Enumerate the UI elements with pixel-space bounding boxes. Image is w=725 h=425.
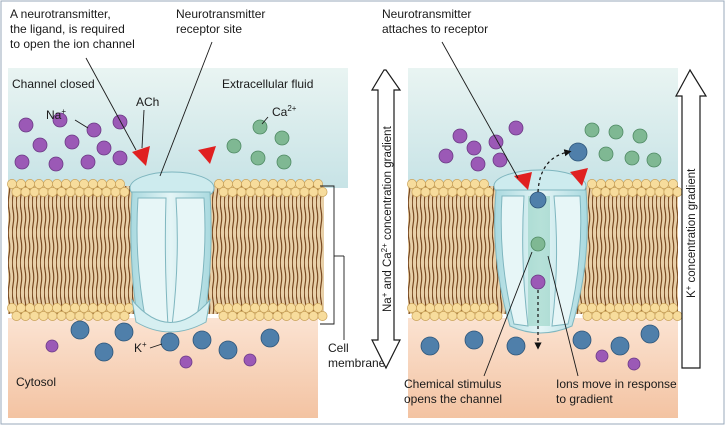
phospholipid-head xyxy=(483,187,494,197)
na-ca-gradient-label: Na+ and Ca2+ concentration gradient xyxy=(380,125,394,312)
sodium-ions-right xyxy=(438,120,524,172)
phospholipid-head xyxy=(672,311,683,321)
left-callout-lines xyxy=(74,41,345,349)
label-channel-closed: Channel closed xyxy=(12,77,95,91)
ach-bound xyxy=(514,172,532,190)
label-attach-2: attaches to receptor xyxy=(382,22,488,36)
phospholipid-head xyxy=(119,311,130,321)
label-receptor-2: receptor site xyxy=(176,22,242,36)
label-k: K+ xyxy=(134,340,147,355)
phospholipid-head xyxy=(317,311,328,321)
label-na: Na+ xyxy=(46,107,66,122)
label-extracellular: Extracellular fluid xyxy=(222,77,313,91)
label-ions-1: Ions move in response xyxy=(556,377,677,391)
label-receptor-1: Neurotransmitter xyxy=(176,7,265,21)
label-ions-2: to gradient xyxy=(556,392,613,406)
label-ligand-1: A neurotransmitter, xyxy=(10,7,111,21)
label-ach: ACh xyxy=(136,95,159,109)
phospholipid-head xyxy=(313,303,323,313)
ion-in-channel xyxy=(530,274,546,290)
sodium-ions xyxy=(14,112,128,172)
calcium-ions-right xyxy=(584,122,662,168)
ach-molecule xyxy=(132,146,150,166)
label-ca: Ca2+ xyxy=(272,104,297,119)
label-ligand-3: to open the ion channel xyxy=(10,37,135,51)
label-ligand-2: the ligand, is required xyxy=(10,22,125,36)
na-ca-gradient-arrow xyxy=(370,69,402,370)
ion-in-channel xyxy=(530,236,546,252)
phospholipid-head xyxy=(668,179,678,189)
label-cell-membrane-1: Cell xyxy=(328,341,349,355)
calcium-ions xyxy=(226,119,292,170)
open-ion-channel xyxy=(493,169,588,334)
phospholipid-head xyxy=(317,187,328,197)
label-stimulus-1: Chemical stimulus xyxy=(404,377,501,391)
phospholipid-head xyxy=(492,311,503,321)
ion-in-channel xyxy=(529,191,547,209)
potassium-ions-right xyxy=(420,324,660,356)
phospholipid-head xyxy=(119,187,130,197)
k-gradient-arrow xyxy=(674,68,708,369)
closed-ion-channel xyxy=(129,171,215,333)
ach-molecule xyxy=(198,146,216,164)
sodium-ions-right-cytosol xyxy=(595,349,641,371)
potassium-ions xyxy=(70,320,280,362)
left-panel: A neurotransmitter, the ligand, is requi… xyxy=(7,7,386,418)
extracellular-region-right xyxy=(408,68,678,188)
phospholipid-head xyxy=(668,303,678,313)
phospholipid-head xyxy=(124,303,134,313)
ion-movement-arrow-up xyxy=(537,149,572,193)
phospholipid-head xyxy=(115,179,125,189)
right-panel: Na+ and Ca2+ concentration gradient K+ c… xyxy=(370,7,708,418)
label-attach-1: Neurotransmitter xyxy=(382,7,471,21)
phospholipid-head xyxy=(488,303,498,313)
label-stimulus-2: opens the channel xyxy=(404,392,502,406)
right-callout-lines xyxy=(441,41,579,377)
potassium-ion-exiting xyxy=(568,142,588,162)
label-cell-membrane-2: membrane xyxy=(328,356,386,370)
k-gradient-label: K+ concentration gradient xyxy=(684,168,698,298)
ach-bound xyxy=(570,168,588,186)
sodium-ions-cytosol xyxy=(45,339,257,369)
extracellular-region xyxy=(8,68,348,188)
phospholipid-head xyxy=(479,179,489,189)
phospholipid-head xyxy=(672,187,683,197)
label-cytosol: Cytosol xyxy=(16,375,56,389)
